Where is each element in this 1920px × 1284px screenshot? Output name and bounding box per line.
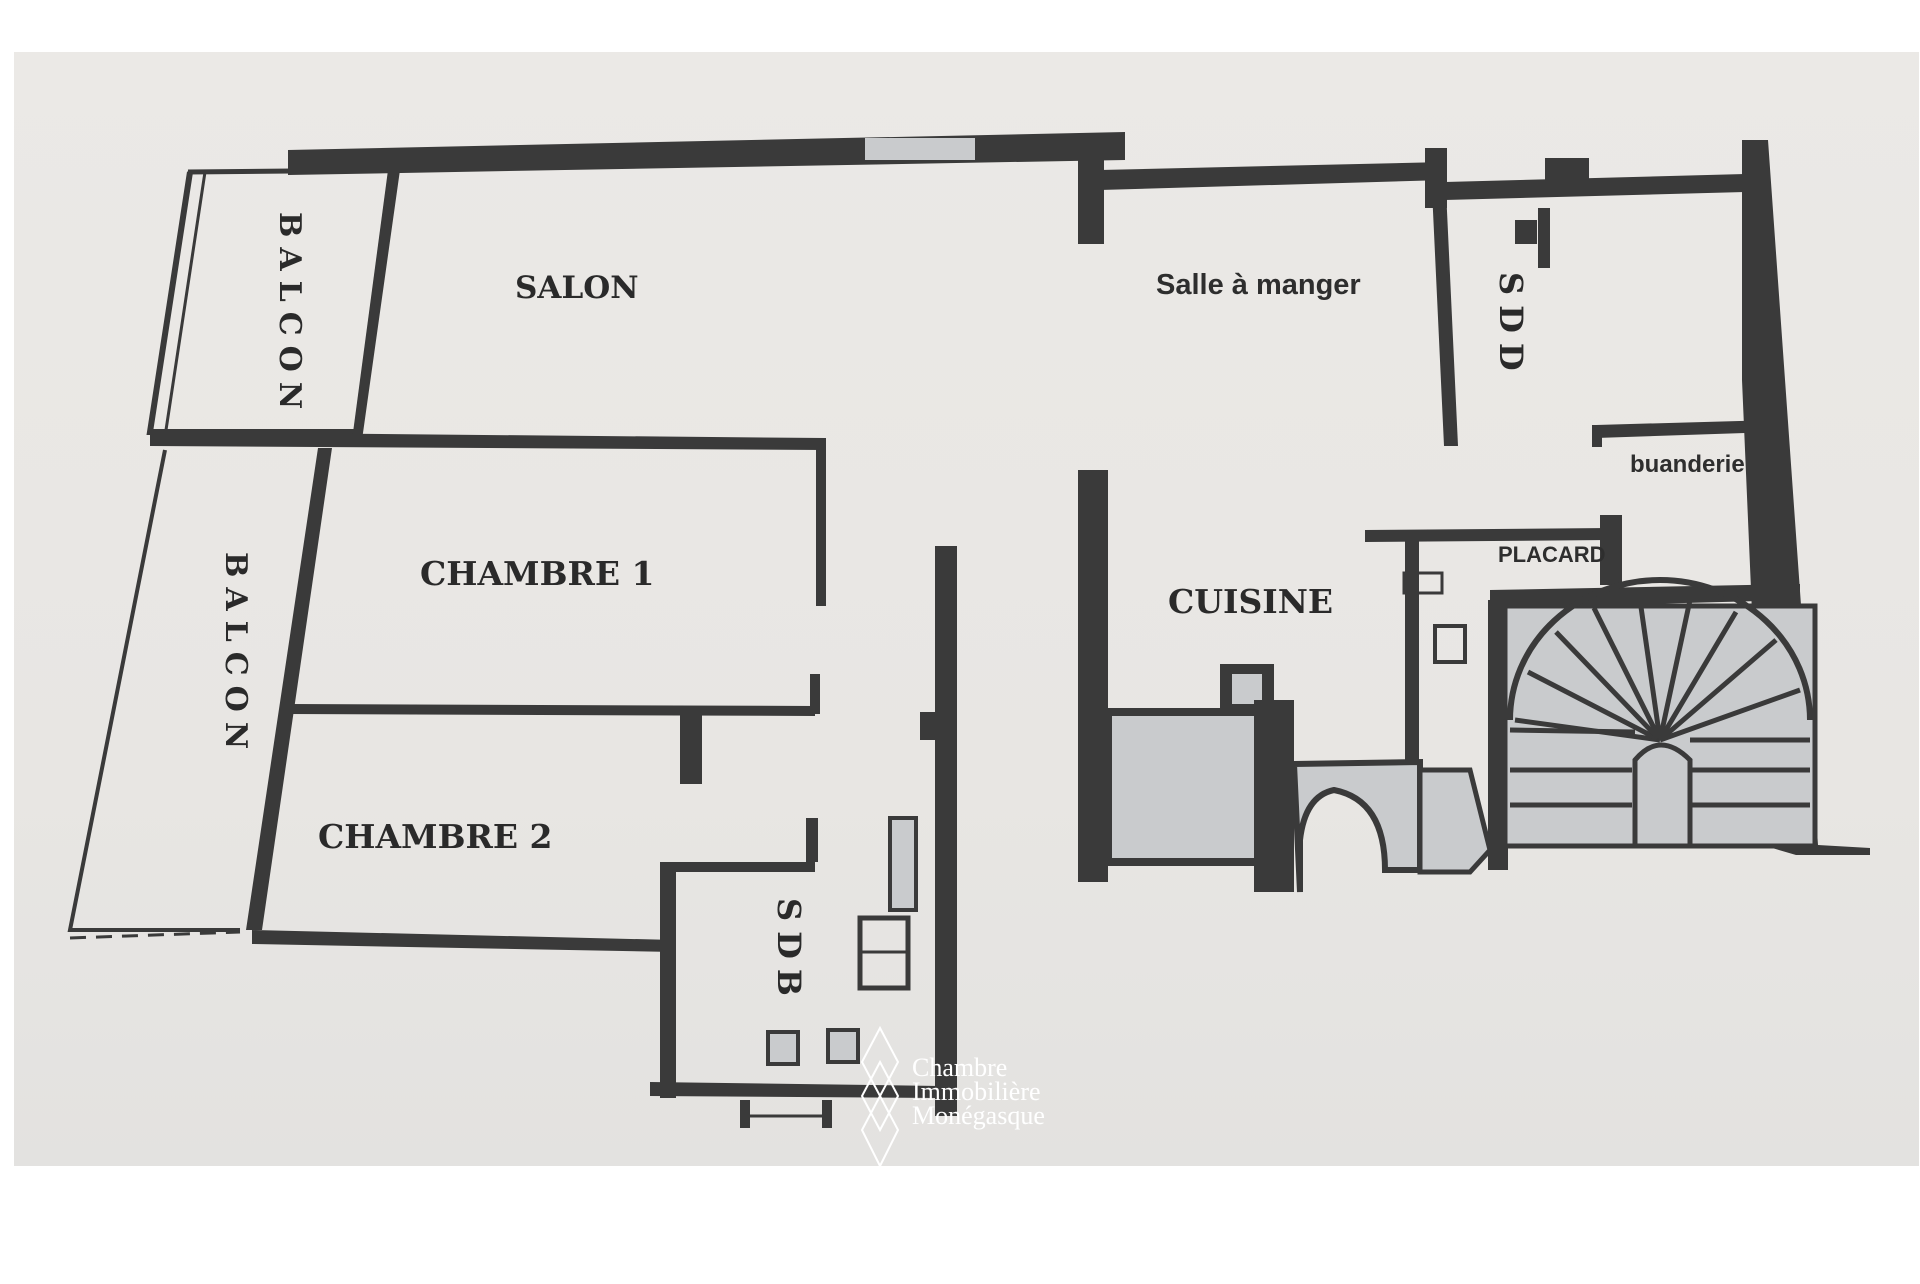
label-cuisine: CUISINE [1168, 582, 1333, 621]
label-balcon-top: BALCON [272, 212, 307, 419]
label-sdd: SDD [1492, 272, 1530, 381]
logo-line-3: Monégasque [912, 1101, 1045, 1130]
spiral-staircase [1502, 577, 1818, 849]
logo-line-1: Chambre [912, 1053, 1007, 1082]
logo-line-2: Immobilière [912, 1077, 1041, 1106]
label-placard: PLACARD [1498, 542, 1606, 567]
label-buanderie: buanderie [1630, 451, 1745, 478]
label-salle-a-manger: Salle à manger [1156, 269, 1361, 301]
label-chambre-2: CHAMBRE 2 [318, 817, 553, 856]
label-sdb: SDB [770, 898, 808, 1006]
diamond-logo-icon [860, 1025, 900, 1169]
label-salon: SALON [515, 270, 639, 306]
label-chambre-1: CHAMBRE 1 [420, 554, 655, 593]
walls [67, 132, 1870, 1128]
room-labels: BALCON SALON Salle à manger SDD buanderi… [218, 212, 1745, 1006]
label-balcon-left: BALCON [218, 552, 253, 759]
watermark-logo: Chambre Immobilière Monégasque [860, 1025, 1045, 1169]
